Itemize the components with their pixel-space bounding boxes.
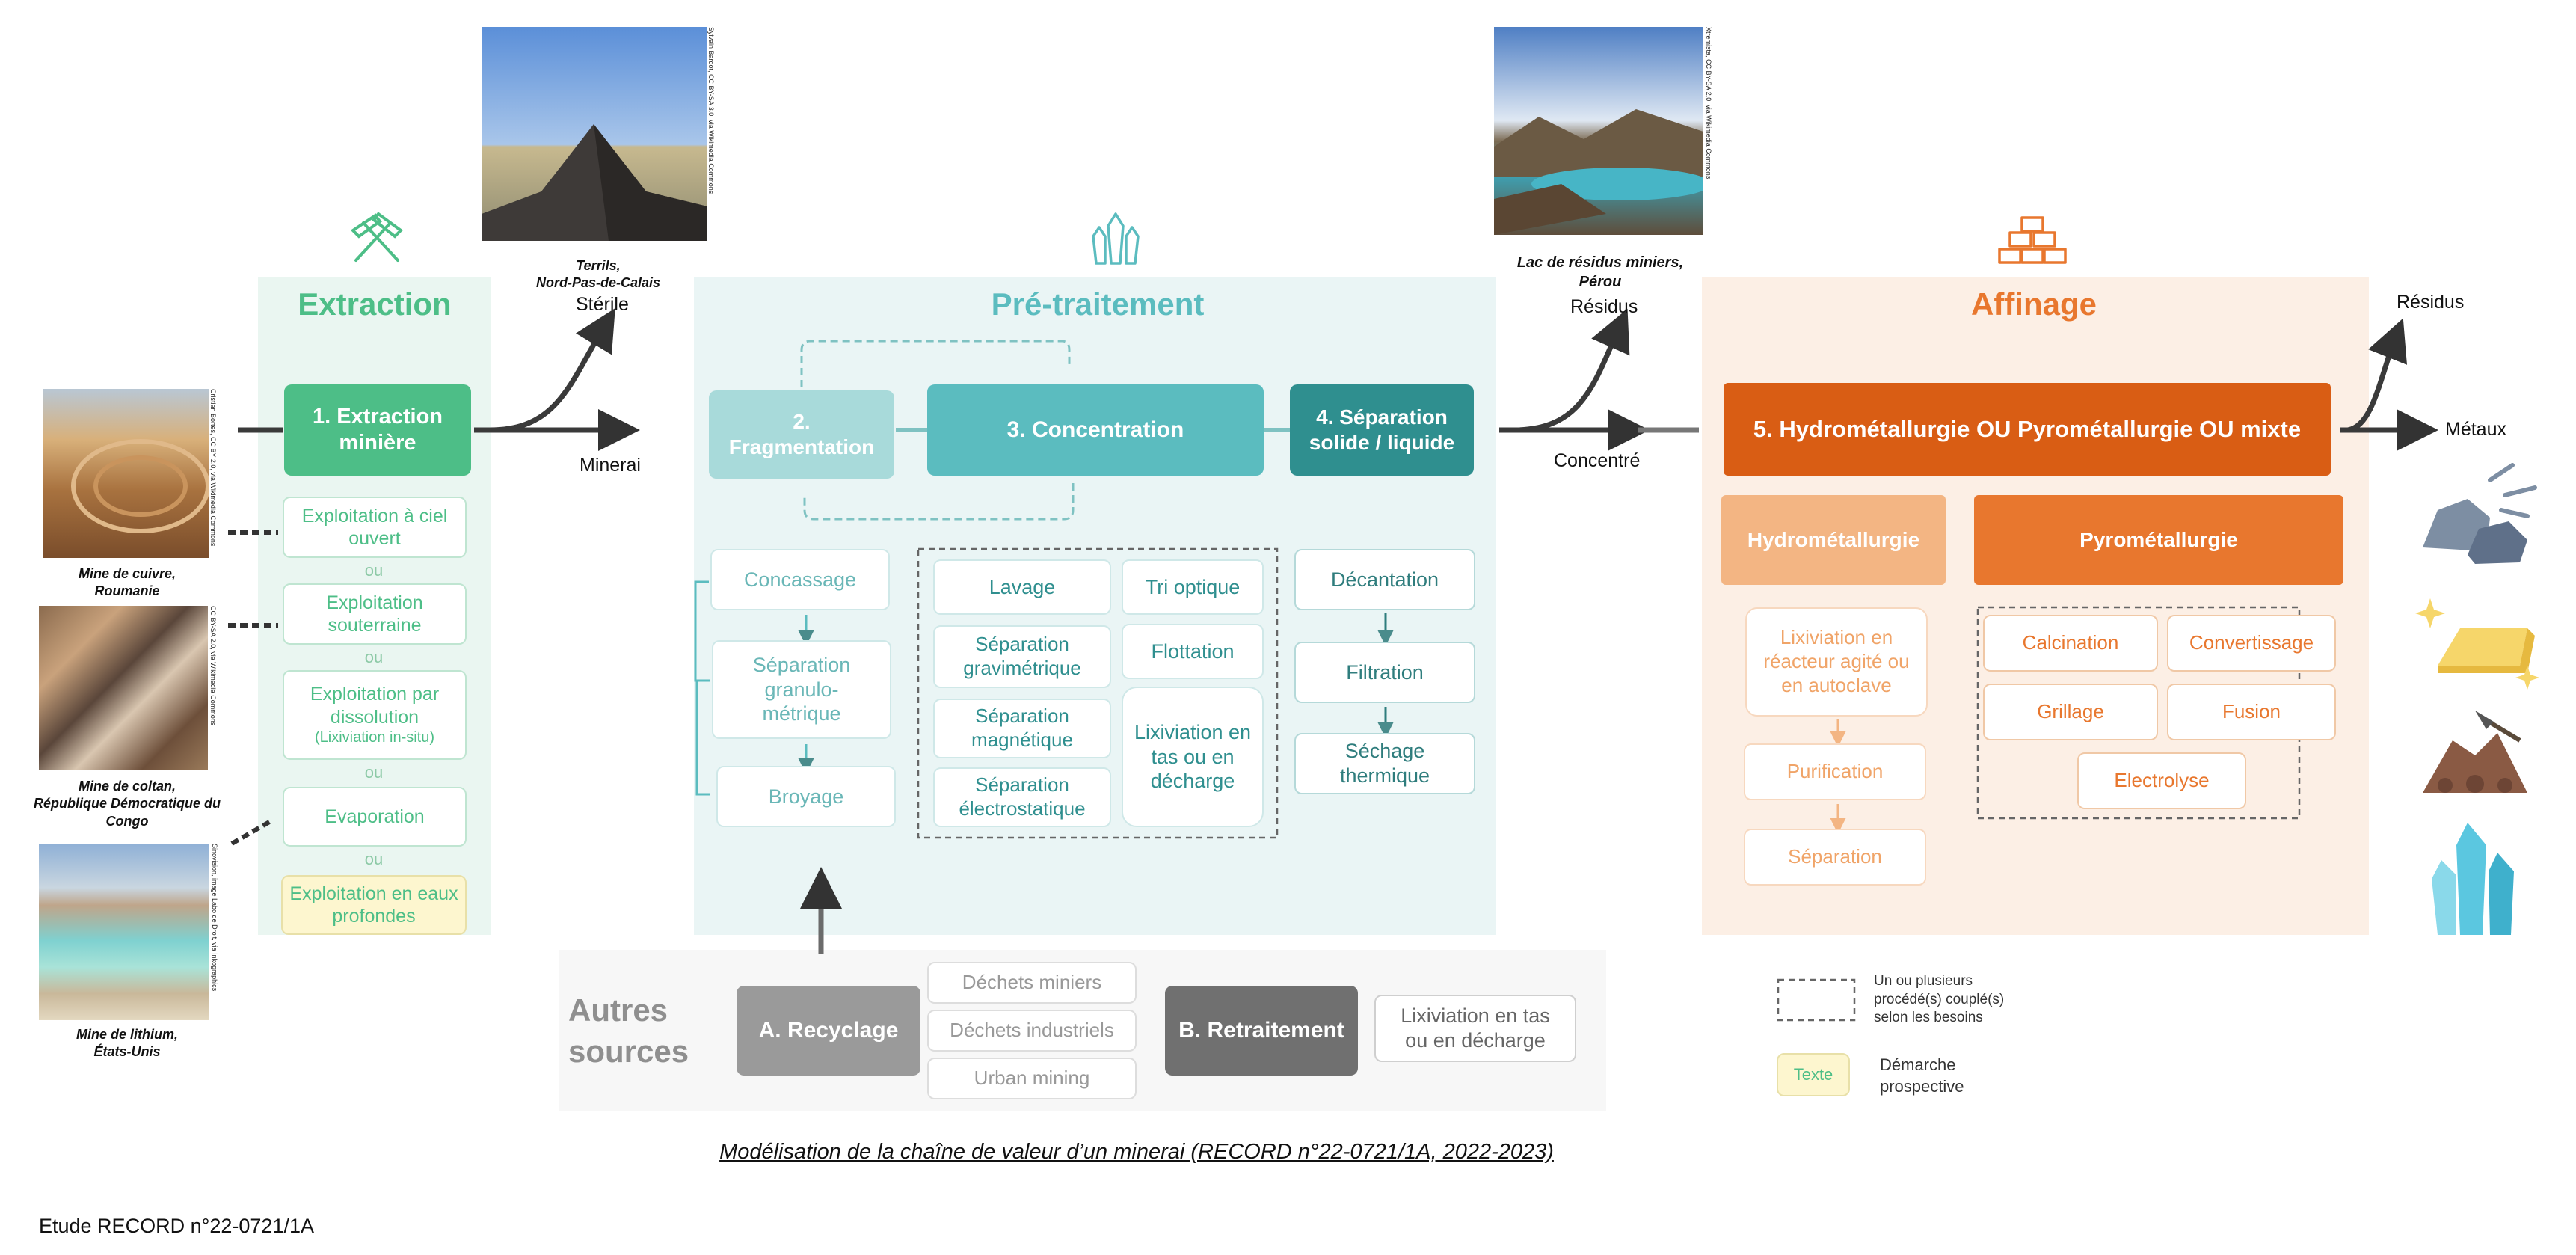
conc-electrostatique: Séparation électrostatique bbox=[933, 767, 1111, 827]
label-residus-2: Résidus bbox=[2397, 292, 2465, 313]
footer-text: Etude RECORD n°22-0721/1A bbox=[39, 1215, 314, 1237]
terrils-caption: Terrils, Nord-Pas-de-Calais bbox=[535, 258, 661, 291]
method-evaporation: Evaporation bbox=[283, 787, 467, 847]
extraction-title: Extraction bbox=[298, 286, 452, 322]
method-ciel-ouvert: Exploitation à ciel ouvert bbox=[283, 497, 467, 558]
autres-sources-title: Autres sources bbox=[568, 992, 689, 1069]
fragmentation-box: 2. Fragmentation bbox=[709, 390, 894, 479]
extraction-main-box: 1. Extraction minière bbox=[284, 384, 471, 476]
legend-dashed-text: Un ou plusieurs procédé(s) couplé(s) sel… bbox=[1874, 973, 2005, 1026]
crystal-cluster-icon bbox=[2432, 823, 2514, 935]
recyclage-box: A. Recyclage bbox=[737, 986, 920, 1076]
separation-box: 4. Séparation solide / liquide bbox=[1290, 384, 1474, 476]
figure-caption: Modélisation de la chaîne de valeur d’un… bbox=[719, 1140, 1554, 1164]
conc-tri-optique: Tri optique bbox=[1122, 559, 1264, 615]
dechets-miniers: Déchets miniers bbox=[927, 962, 1137, 1004]
cuivre-credit: Cristian Bortes, CC BY 2.0, via Wikimedi… bbox=[209, 389, 217, 547]
frag-step-concassage: Concassage bbox=[710, 549, 890, 610]
pretraitement-title: Pré-traitement bbox=[991, 286, 1205, 322]
open-pit-icon bbox=[71, 439, 209, 533]
lithium-photo bbox=[39, 844, 209, 1020]
hydro-step-separation: Séparation bbox=[1744, 829, 1926, 886]
conc-flottation: Flottation bbox=[1122, 624, 1264, 679]
ou-label: ou bbox=[364, 648, 384, 666]
ou-label: ou bbox=[364, 561, 384, 580]
sep-filtration: Filtration bbox=[1294, 642, 1475, 703]
mining-pile-icon bbox=[2423, 711, 2527, 793]
coltan-photo bbox=[39, 606, 208, 770]
coltan-credit: CC BY-SA 2.0, via Wikimedia Commons bbox=[209, 606, 217, 726]
hydro-step-purification: Purification bbox=[1744, 743, 1926, 800]
mountain-lake-icon bbox=[1494, 109, 1703, 235]
concentration-box: 3. Concentration bbox=[927, 384, 1264, 476]
pyro-box: Pyrométallurgie bbox=[1974, 495, 2343, 585]
method-dissolution-sub: (Lixiviation in-situ) bbox=[314, 729, 435, 746]
conc-gravimetrique: Séparation gravimétrique bbox=[933, 625, 1111, 688]
coltan-caption: Mine de coltan, République Démocratique … bbox=[33, 779, 221, 829]
cuivre-caption: Mine de cuivre, Roumanie bbox=[78, 566, 176, 599]
ou-label: ou bbox=[364, 850, 384, 868]
hydro-box: Hydrométallurgie bbox=[1721, 495, 1946, 585]
hammer-pickaxe-icon bbox=[350, 212, 404, 262]
pyro-grillage: Grillage bbox=[1983, 684, 2158, 740]
gold-bars-icon bbox=[1998, 216, 2067, 264]
pyro-electrolyse: Electrolyse bbox=[2077, 752, 2246, 809]
ou-label: ou bbox=[364, 763, 384, 782]
lac-credit: Xtremista, CC BY-SA 2.0, via Wikimedia C… bbox=[1705, 27, 1712, 179]
urban-mining: Urban mining bbox=[927, 1058, 1137, 1099]
method-dissolution: Exploitation par dissolution (Lixiviatio… bbox=[283, 670, 467, 760]
affinage-title: Affinage bbox=[1971, 286, 2097, 322]
lithium-credit: Sinovision, image Labo de Droit, via Ink… bbox=[211, 844, 218, 992]
cuivre-photo bbox=[43, 389, 209, 558]
pyro-calcination: Calcination bbox=[1983, 615, 2158, 672]
lac-caption: Lac de résidus miniers, Pérou bbox=[1516, 254, 1684, 290]
retraitement-box: B. Retraitement bbox=[1165, 986, 1358, 1076]
conc-lavage: Lavage bbox=[933, 559, 1111, 615]
conc-magnetique: Séparation magnétique bbox=[933, 699, 1111, 758]
sep-decantation: Décantation bbox=[1294, 549, 1475, 610]
pyro-convertissage: Convertissage bbox=[2167, 615, 2336, 672]
gold-bar-icon bbox=[2415, 598, 2539, 690]
lithium-caption: Mine de lithium, États-Unis bbox=[76, 1027, 178, 1060]
label-concentre: Concentré bbox=[1554, 450, 1641, 471]
legend-texte-sample: Texte bbox=[1777, 1053, 1850, 1096]
pyro-fusion: Fusion bbox=[2167, 684, 2336, 740]
method-souterraine: Exploitation souterraine bbox=[283, 583, 467, 645]
hydro-step-lixiviation: Lixiviation en réacteur agité ou en auto… bbox=[1745, 607, 1928, 717]
legend-texte-label: Démarche prospective bbox=[1880, 1055, 1964, 1096]
terril-mountain-icon bbox=[482, 124, 707, 241]
label-minerai: Minerai bbox=[580, 455, 641, 476]
dechets-industriels: Déchets industriels bbox=[927, 1010, 1137, 1052]
retraitement-method: Lixiviation en tas ou en décharge bbox=[1374, 995, 1576, 1062]
ore-rocks-icon bbox=[2423, 463, 2537, 564]
crystal-icon bbox=[1092, 212, 1140, 265]
lac-residus-photo bbox=[1494, 27, 1703, 235]
method-dissolution-label: Exploitation par dissolution bbox=[310, 684, 440, 728]
terrils-photo bbox=[482, 27, 707, 241]
conc-lixiviation: Lixiviation en tas ou en décharge bbox=[1122, 687, 1264, 827]
sep-sechage: Séchage thermique bbox=[1294, 733, 1475, 794]
label-sterile: Stérile bbox=[576, 294, 629, 315]
label-metaux: Métaux bbox=[2445, 419, 2506, 440]
label-residus: Résidus bbox=[1570, 296, 1638, 317]
terrils-credit: Sylvain Bardot, CC BY-SA 3.0, via Wikime… bbox=[707, 27, 715, 194]
frag-step-broyage: Broyage bbox=[716, 766, 896, 827]
affinage-main-box: 5. Hydrométallurgie OU Pyrométallurgie O… bbox=[1724, 383, 2331, 476]
frag-step-separation: Séparation granulo-métrique bbox=[712, 640, 891, 739]
method-eaux-profondes: Exploitation en eaux profondes bbox=[281, 875, 467, 935]
